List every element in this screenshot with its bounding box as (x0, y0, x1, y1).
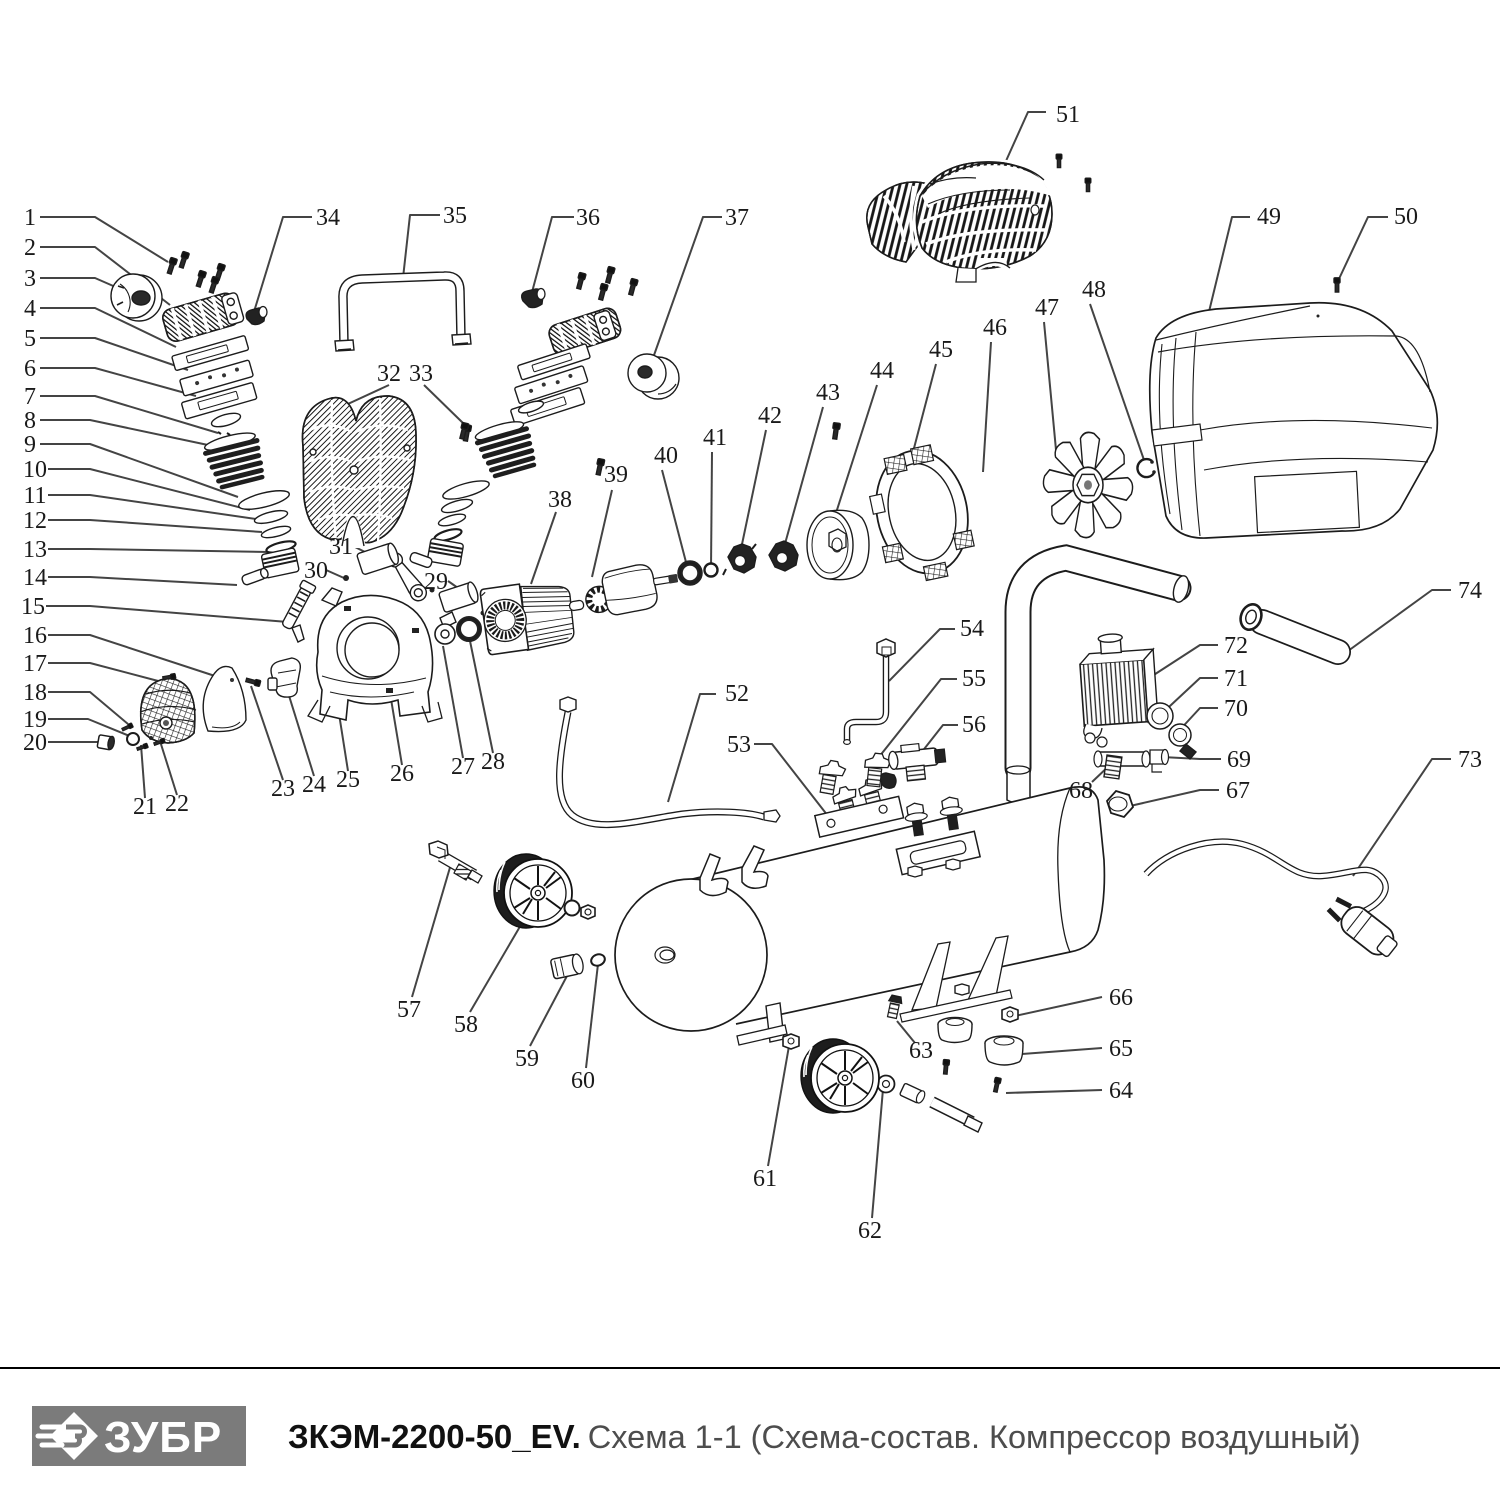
svg-text:58: 58 (454, 1012, 478, 1038)
svg-text:26: 26 (390, 761, 414, 787)
svg-text:21: 21 (133, 794, 157, 820)
svg-text:9: 9 (24, 432, 36, 458)
svg-text:11: 11 (23, 483, 46, 509)
svg-text:12: 12 (23, 508, 47, 534)
svg-text:68: 68 (1069, 778, 1093, 804)
svg-text:60: 60 (571, 1068, 595, 1094)
svg-text:64: 64 (1109, 1078, 1133, 1104)
svg-text:ЗУБР: ЗУБР (104, 1413, 222, 1462)
svg-text:35: 35 (443, 203, 467, 229)
svg-text:53: 53 (727, 732, 751, 758)
svg-text:18: 18 (23, 680, 47, 706)
svg-text:43: 43 (816, 380, 840, 406)
svg-text:65: 65 (1109, 1036, 1133, 1062)
svg-text:67: 67 (1226, 778, 1250, 804)
svg-text:74: 74 (1458, 578, 1482, 604)
svg-text:50: 50 (1394, 204, 1418, 230)
svg-text:44: 44 (870, 358, 894, 384)
svg-text:23: 23 (271, 776, 295, 802)
svg-text:17: 17 (23, 651, 47, 677)
svg-text:69: 69 (1227, 747, 1251, 773)
svg-text:49: 49 (1257, 204, 1281, 230)
svg-text:48: 48 (1082, 277, 1106, 303)
svg-text:70: 70 (1224, 696, 1248, 722)
svg-text:3: 3 (24, 266, 36, 292)
svg-text:52: 52 (725, 681, 749, 707)
svg-text:15: 15 (21, 594, 45, 620)
svg-text:73: 73 (1458, 747, 1482, 773)
svg-text:22: 22 (165, 791, 189, 817)
svg-text:8: 8 (24, 408, 36, 434)
svg-text:16: 16 (23, 623, 47, 649)
svg-text:42: 42 (758, 403, 782, 429)
svg-text:62: 62 (858, 1218, 882, 1244)
svg-text:20: 20 (23, 730, 47, 756)
svg-text:57: 57 (397, 997, 421, 1023)
svg-text:56: 56 (962, 712, 986, 738)
svg-text:72: 72 (1224, 633, 1248, 659)
svg-text:13: 13 (23, 537, 47, 563)
svg-text:27: 27 (451, 754, 475, 780)
svg-text:30: 30 (304, 558, 328, 584)
svg-text:33: 33 (409, 361, 433, 387)
svg-text:61: 61 (753, 1166, 777, 1192)
svg-text:1: 1 (24, 205, 36, 231)
svg-text:71: 71 (1224, 666, 1248, 692)
svg-text:32: 32 (377, 361, 401, 387)
svg-text:36: 36 (576, 205, 600, 231)
svg-text:39: 39 (604, 462, 628, 488)
svg-text:7: 7 (24, 384, 36, 410)
svg-text:37: 37 (725, 205, 749, 231)
svg-text:29: 29 (424, 569, 448, 595)
svg-text:6: 6 (24, 356, 36, 382)
svg-text:59: 59 (515, 1046, 539, 1072)
svg-text:63: 63 (909, 1038, 933, 1064)
svg-text:28: 28 (481, 749, 505, 775)
svg-text:66: 66 (1109, 985, 1133, 1011)
svg-text:25: 25 (336, 767, 360, 793)
svg-text:45: 45 (929, 337, 953, 363)
svg-text:14: 14 (23, 565, 47, 591)
svg-text:10: 10 (23, 457, 47, 483)
svg-text:4: 4 (24, 296, 36, 322)
svg-text:47: 47 (1035, 295, 1059, 321)
svg-text:24: 24 (302, 772, 326, 798)
svg-text:41: 41 (703, 425, 727, 451)
svg-text:5: 5 (24, 326, 36, 352)
svg-text:51: 51 (1056, 102, 1080, 128)
svg-text:38: 38 (548, 487, 572, 513)
svg-text:34: 34 (316, 205, 340, 231)
svg-text:ЗКЭМ-2200-50_EV.Схема 1-1 (Схе: ЗКЭМ-2200-50_EV.Схема 1-1 (Схема-состав.… (288, 1418, 1361, 1455)
svg-text:54: 54 (960, 616, 984, 642)
svg-text:55: 55 (962, 666, 986, 692)
svg-text:19: 19 (23, 707, 47, 733)
svg-text:2: 2 (24, 235, 36, 261)
svg-text:46: 46 (983, 315, 1007, 341)
svg-text:40: 40 (654, 443, 678, 469)
svg-text:31: 31 (329, 534, 353, 560)
